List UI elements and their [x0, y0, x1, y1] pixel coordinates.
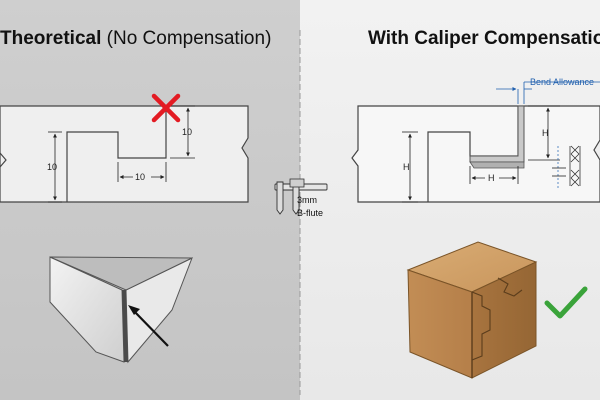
theoretical-title-bold: Theoretical [0, 28, 102, 49]
flat-board-right [351, 105, 600, 203]
height-dimension-label-right: H [542, 128, 549, 138]
bend-allowance-label: Bend Allowance [530, 77, 594, 87]
width-dimension-label: 10 [135, 172, 145, 182]
width-dimension-label-right: H [488, 173, 495, 183]
theoretical-title-normal: (No Compensation) [106, 28, 272, 49]
compensation-panel-drawing [351, 105, 600, 203]
finger-joint-top [497, 277, 523, 297]
corner-gap [122, 290, 128, 362]
cross-icon [151, 93, 181, 123]
tab-outline-left [66, 106, 167, 202]
depth-dimension-label: 10 [47, 162, 57, 172]
caliper-thickness-label: 3mm [297, 195, 317, 205]
check-icon [544, 286, 588, 319]
caliper-flute-label: B-flute [297, 208, 323, 218]
flute-section-icon [569, 145, 581, 187]
cardboard-box-illustration [406, 241, 538, 379]
theoretical-title: Theoretical (No Compensation) [0, 28, 271, 50]
flat-board-left [0, 105, 249, 203]
height-dimension-label: 10 [182, 127, 192, 137]
compensation-dimensions: H H H [402, 105, 566, 203]
finger-joint-front [471, 291, 491, 361]
gap-arrow [131, 308, 169, 347]
compensation-title: With Caliper Compensation [368, 28, 600, 49]
theoretical-panel-drawing [0, 105, 249, 203]
theoretical-dimensions: 10 10 10 [47, 105, 195, 203]
caliper-icon [274, 178, 328, 215]
gapped-corner-illustration [49, 256, 193, 364]
break-mark-left [0, 152, 7, 168]
bend-allowance-callout [496, 81, 600, 104]
corner-top-gap [49, 256, 193, 291]
corner-flap-left [49, 256, 125, 363]
depth-dimension-label-right: H [403, 162, 410, 172]
